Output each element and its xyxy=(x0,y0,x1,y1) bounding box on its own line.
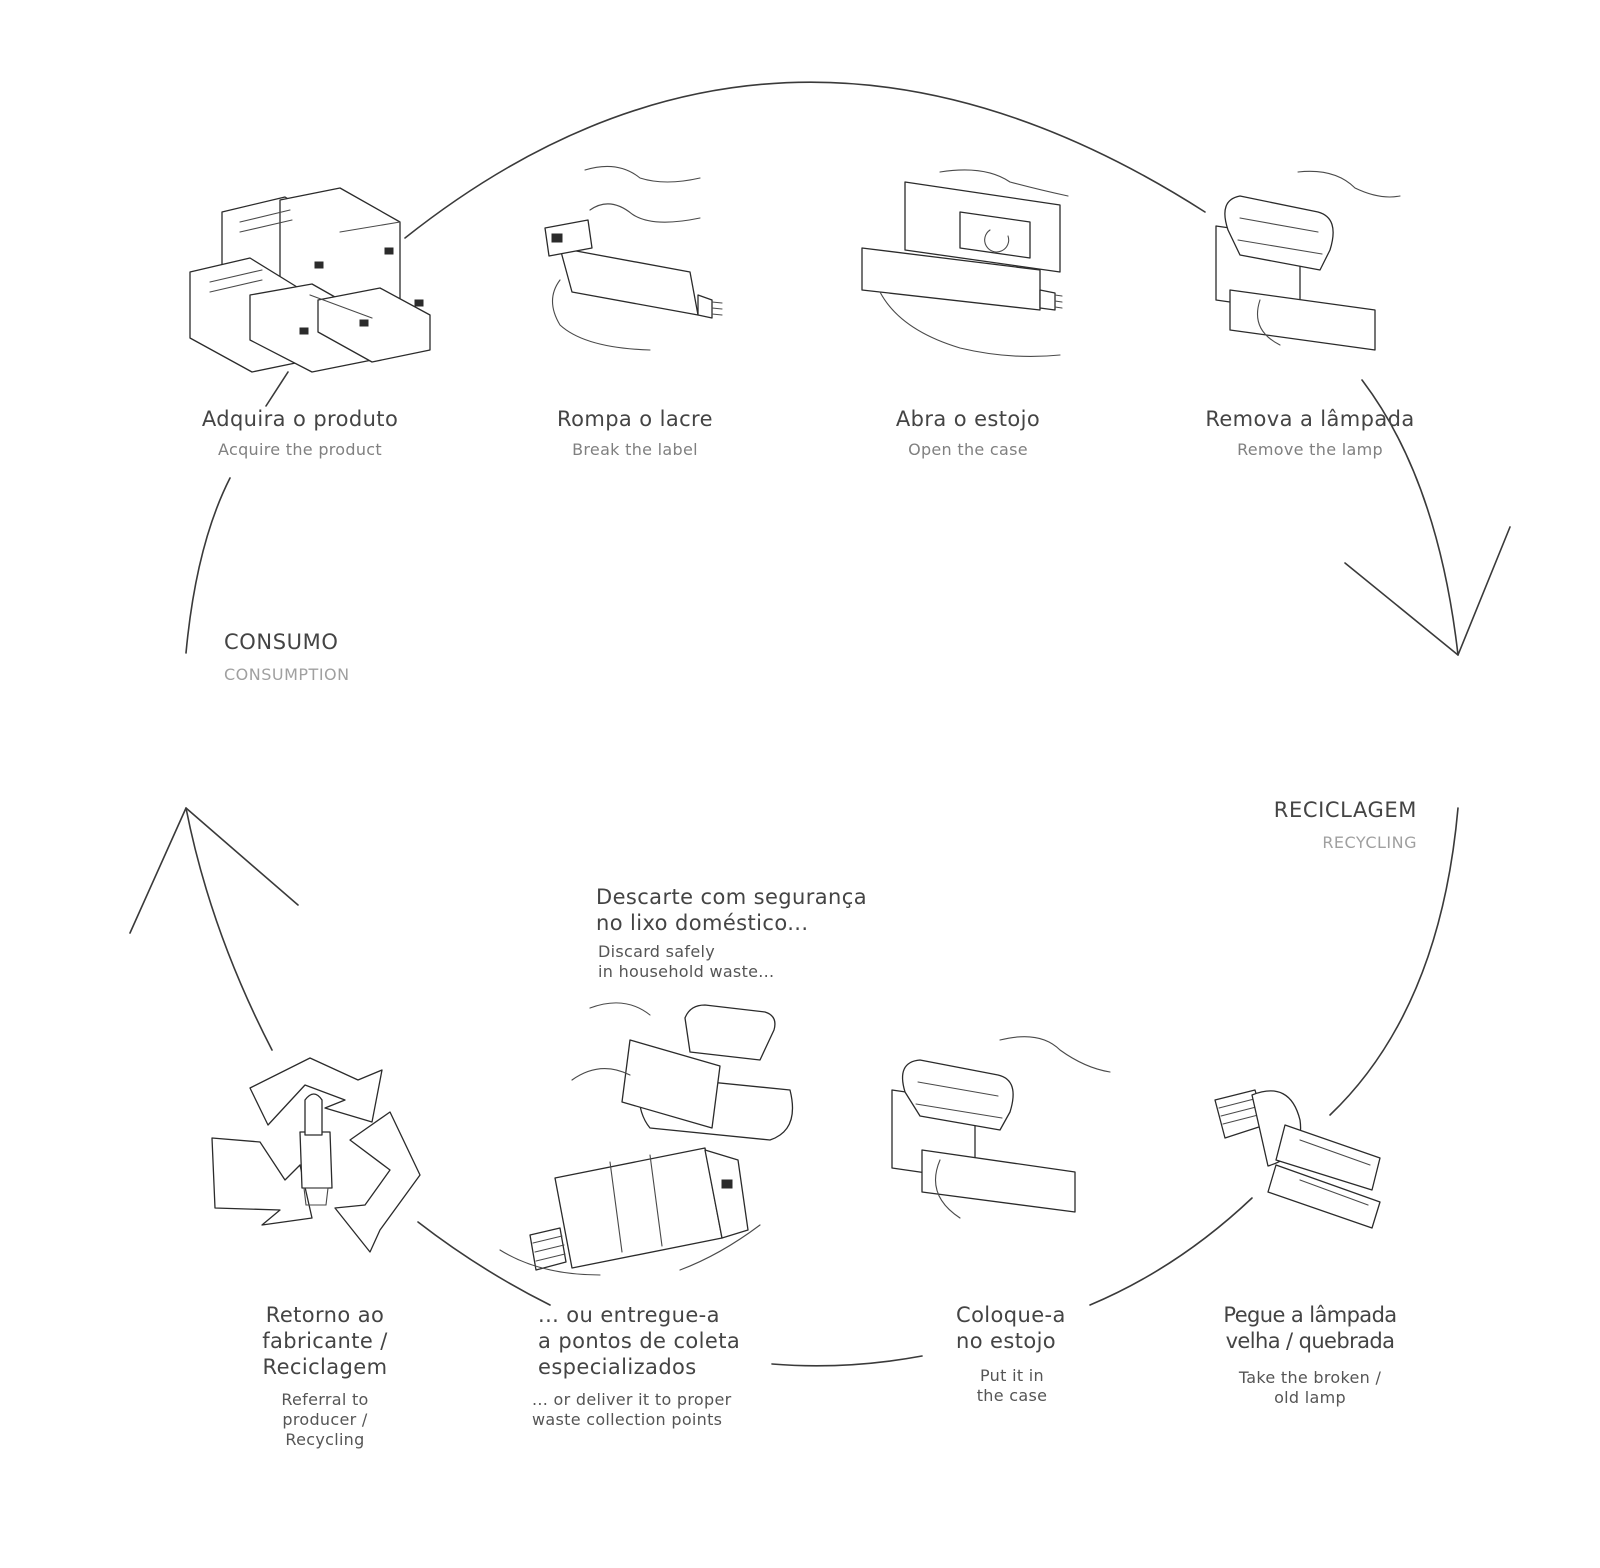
arc-right-upper xyxy=(1361,379,1459,656)
cycle-arcs xyxy=(185,81,1459,1367)
arc-left-upper xyxy=(185,477,231,654)
arc-left-lower xyxy=(185,807,273,1051)
step-break-label-subtitle: Break the label xyxy=(572,440,698,459)
break-label-illustration xyxy=(544,165,723,351)
connector-acquire xyxy=(265,371,289,407)
step-put-in-case-subtitle: Put it in the case xyxy=(976,1366,1048,1405)
step-break-label-title: Rompa o lacre xyxy=(557,407,713,431)
step-open-case-title: Abra o estojo xyxy=(895,407,1041,431)
step-discard-title: Descarte com segurança no lixo doméstico… xyxy=(596,885,867,935)
arc-right-lower xyxy=(1329,807,1459,1116)
phase-recycling-subtitle: RECYCLING xyxy=(1322,833,1417,852)
step-deliver-subtitle: ... or deliver it to proper waste collec… xyxy=(532,1390,732,1429)
discard-bin-illustration xyxy=(571,1002,794,1141)
step-deliver-title: ... ou entregue-a a pontos de coleta esp… xyxy=(538,1303,741,1379)
arrow-head-right xyxy=(1344,526,1511,656)
step-return-title: Retorno ao fabricante / Reciclagem xyxy=(262,1303,388,1379)
arc-bottom-left xyxy=(417,1221,551,1306)
arrow-head-left xyxy=(129,807,299,934)
step-open-case-subtitle: Open the case xyxy=(908,440,1028,459)
product-boxes-illustration xyxy=(189,187,431,373)
step-take-lamp-subtitle: Take the broken / old lamp xyxy=(1238,1368,1382,1407)
broken-lamp-illustration xyxy=(1214,1089,1381,1229)
phase-recycling-title: RECICLAGEM xyxy=(1273,798,1417,822)
recycle-symbol-illustration xyxy=(211,1057,421,1253)
step-take-lamp-title: Pegue a lâmpada velha / quebrada xyxy=(1223,1303,1397,1353)
step-remove-lamp-title: Remova a lâmpada xyxy=(1205,407,1415,431)
step-acquire-title: Adquira o produto xyxy=(201,407,399,431)
step-acquire-subtitle: Acquire the product xyxy=(218,440,382,459)
phase-consumption-title: CONSUMO xyxy=(224,630,339,654)
put-in-case-illustration xyxy=(891,1036,1111,1219)
step-put-in-case-title: Coloque-a no estojo xyxy=(956,1303,1066,1353)
arc-bottom-mid xyxy=(771,1355,923,1367)
step-return-subtitle: Referral to producer / Recycling xyxy=(281,1390,369,1449)
step-discard-subtitle: Discard safely in household waste... xyxy=(598,942,775,981)
open-case-illustration xyxy=(861,169,1069,358)
arc-top xyxy=(404,81,1206,239)
phase-consumption-subtitle: CONSUMPTION xyxy=(224,665,350,684)
remove-lamp-illustration xyxy=(1215,170,1401,351)
arc-bottom-right xyxy=(1089,1197,1253,1306)
step-remove-lamp-subtitle: Remove the lamp xyxy=(1237,440,1383,459)
collection-point-illustration xyxy=(499,1147,761,1276)
